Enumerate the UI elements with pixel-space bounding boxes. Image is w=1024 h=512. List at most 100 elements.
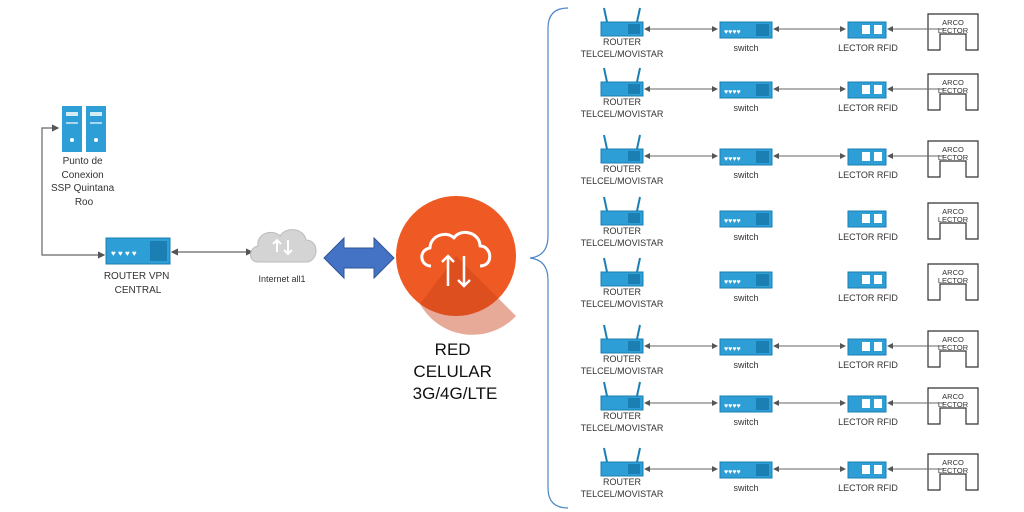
rfid-reader-label: LECTOR RFID <box>838 232 898 242</box>
router-label: ROUTER <box>603 164 642 174</box>
arch-sublabel: LECTOR <box>938 276 969 285</box>
router-model-label: TELCEL/MOVISTAR <box>581 238 664 248</box>
router-icon <box>600 447 644 477</box>
arch-label: ARCO <box>942 392 964 401</box>
router-label: ROUTER <box>603 411 642 421</box>
rfid-reader-icon <box>847 271 887 289</box>
router-model-label: TELCEL/MOVISTAR <box>581 366 664 376</box>
arch-reader-icon <box>927 202 979 240</box>
svg-text:♥♥♥♥: ♥♥♥♥ <box>724 218 741 225</box>
router-icon <box>600 134 644 164</box>
router-model-label: TELCEL/MOVISTAR <box>581 299 664 309</box>
server-label: Punto de Conexion SSP Quintana Roo <box>51 156 117 208</box>
rfid-reader-label: LECTOR RFID <box>838 103 898 113</box>
router-label: ROUTER <box>603 97 642 107</box>
rfid-reader-label: LECTOR RFID <box>838 293 898 303</box>
internet-label: Internet all1 <box>258 274 305 284</box>
router-icon <box>600 7 644 37</box>
rfid-reader-icon <box>847 338 887 356</box>
arch-sublabel: LECTOR <box>938 343 969 352</box>
arch-label: ARCO <box>942 78 964 87</box>
arch-label: ARCO <box>942 268 964 277</box>
arch-sublabel: LECTOR <box>938 153 969 162</box>
central-router-icon: ♥ ♥ ♥ ♥ <box>105 237 171 265</box>
switch-label: switch <box>733 170 758 180</box>
arch-label: ARCO <box>942 207 964 216</box>
site-row: ROUTER TELCEL/MOVISTAR ♥♥♥♥ switch LECTOR RF… <box>581 257 979 309</box>
switch-label: switch <box>733 43 758 53</box>
rfid-reader-icon <box>847 148 887 166</box>
switch-icon: ♥♥♥♥ <box>719 271 773 289</box>
router-label: ROUTER <box>603 287 642 297</box>
router-icon <box>600 67 644 97</box>
switch-icon: ♥♥♥♥ <box>719 148 773 166</box>
cellular-network-icon <box>396 196 516 335</box>
arch-sublabel: LECTOR <box>938 400 969 409</box>
rfid-reader-label: LECTOR RFID <box>838 417 898 427</box>
arch-sublabel: LECTOR <box>938 215 969 224</box>
switch-icon: ♥♥♥♥ <box>719 81 773 99</box>
switch-label: switch <box>733 103 758 113</box>
rfid-reader-icon <box>847 81 887 99</box>
rfid-reader-icon <box>847 210 887 228</box>
arch-reader-icon <box>927 387 979 425</box>
router-icon <box>600 196 644 226</box>
site-row: ROUTER TELCEL/MOVISTAR ♥♥♥♥ switch LECTOR RF… <box>581 381 979 433</box>
arch-label: ARCO <box>942 145 964 154</box>
server-icon <box>62 106 106 152</box>
router-icon <box>600 257 644 287</box>
arch-reader-icon <box>927 140 979 178</box>
site-row: ROUTER TELCEL/MOVISTAR ♥♥♥♥ switch LECTOR RF… <box>581 7 979 59</box>
arch-reader-icon <box>927 453 979 491</box>
arch-sublabel: LECTOR <box>938 466 969 475</box>
rfid-reader-icon <box>847 395 887 413</box>
internet-cloud-icon <box>250 229 317 263</box>
rfid-reader-label: LECTOR RFID <box>838 360 898 370</box>
router-model-label: TELCEL/MOVISTAR <box>581 49 664 59</box>
site-row: ROUTER TELCEL/MOVISTAR ♥♥♥♥ switch LECTOR RF… <box>581 67 979 119</box>
switch-icon: ♥♥♥♥ <box>719 338 773 356</box>
router-icon <box>600 324 644 354</box>
svg-text:♥♥♥♥: ♥♥♥♥ <box>724 29 741 36</box>
rfid-reader-label: LECTOR RFID <box>838 483 898 493</box>
router-label: ROUTER <box>603 226 642 236</box>
svg-text:♥♥♥♥: ♥♥♥♥ <box>724 89 741 96</box>
arch-sublabel: LECTOR <box>938 86 969 95</box>
switch-label: switch <box>733 232 758 242</box>
switch-label: switch <box>733 483 758 493</box>
arch-sublabel: LECTOR <box>938 26 969 35</box>
rfid-reader-icon <box>847 21 887 39</box>
svg-text:♥ ♥ ♥ ♥: ♥ ♥ ♥ ♥ <box>111 249 137 258</box>
arch-label: ARCO <box>942 458 964 467</box>
svg-text:♥♥♥♥: ♥♥♥♥ <box>724 156 741 163</box>
rfid-reader-label: LECTOR RFID <box>838 170 898 180</box>
rfid-reader-icon <box>847 461 887 479</box>
svg-text:♥♥♥♥: ♥♥♥♥ <box>724 469 741 476</box>
site-row: ROUTER TELCEL/MOVISTAR ♥♥♥♥ switch LECTOR RF… <box>581 196 979 248</box>
switch-label: switch <box>733 293 758 303</box>
server-router-link <box>41 124 106 259</box>
router-model-label: TELCEL/MOVISTAR <box>581 109 664 119</box>
arch-label: ARCO <box>942 18 964 27</box>
switch-icon: ♥♥♥♥ <box>719 395 773 413</box>
switch-label: switch <box>733 360 758 370</box>
router-icon <box>600 381 644 411</box>
router-model-label: TELCEL/MOVISTAR <box>581 423 664 433</box>
svg-text:♥♥♥♥: ♥♥♥♥ <box>724 279 741 286</box>
switch-label: switch <box>733 417 758 427</box>
arch-reader-icon <box>927 73 979 111</box>
router-model-label: TELCEL/MOVISTAR <box>581 489 664 499</box>
central-router-label: ROUTER VPN CENTRAL <box>104 271 172 296</box>
rfid-reader-label: LECTOR RFID <box>838 43 898 53</box>
arch-reader-icon <box>927 13 979 51</box>
switch-icon: ♥♥♥♥ <box>719 461 773 479</box>
router-label: ROUTER <box>603 37 642 47</box>
network-label: RED CELULAR 3G/4G/LTE <box>413 340 498 403</box>
svg-text:♥♥♥♥: ♥♥♥♥ <box>724 346 741 353</box>
arch-reader-icon <box>927 330 979 368</box>
